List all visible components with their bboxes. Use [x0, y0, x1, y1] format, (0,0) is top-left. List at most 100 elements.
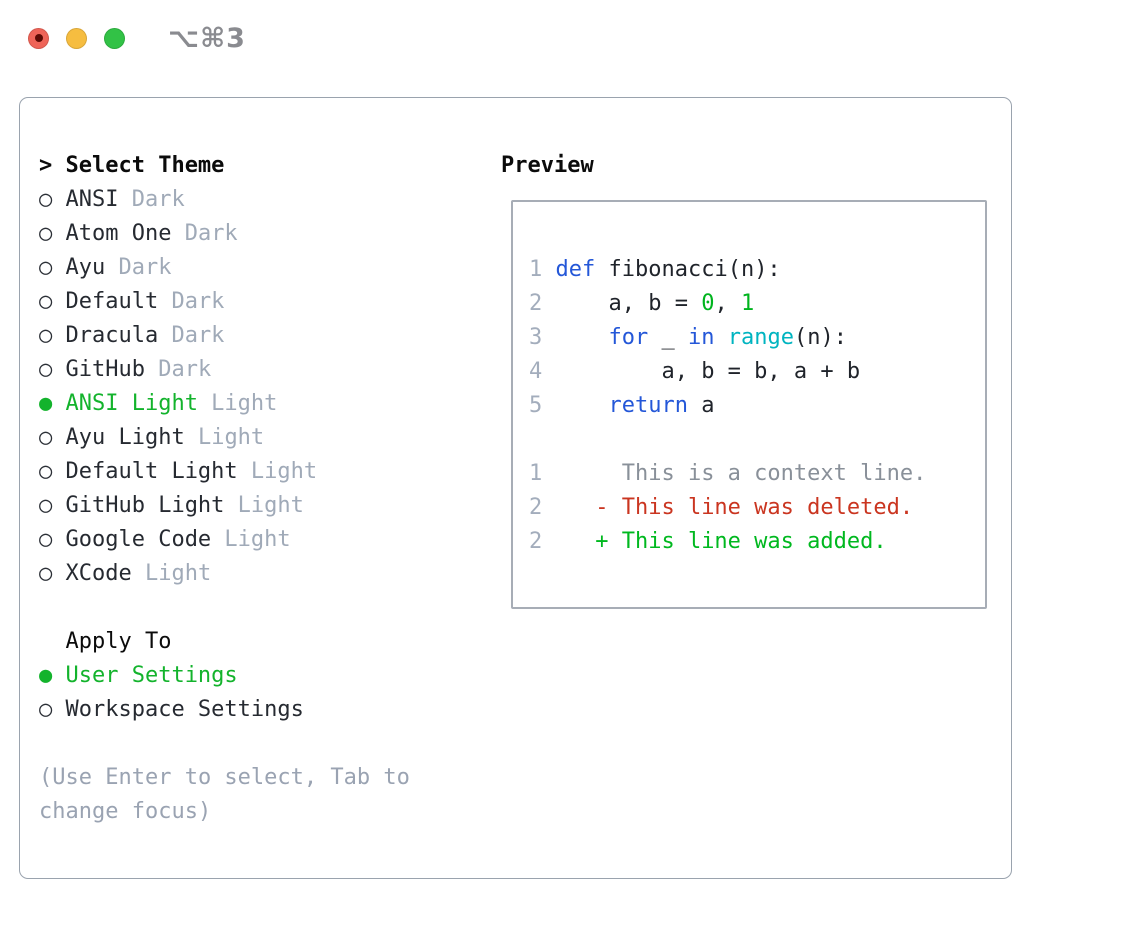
radio-icon: ○: [39, 697, 53, 722]
diff-line: 1 This is a context line.: [529, 457, 985, 491]
theme-name: GitHub Light: [65, 493, 225, 518]
radio-icon: ○: [39, 493, 53, 518]
theme-option[interactable]: ○ XCode Light: [39, 557, 410, 591]
theme-name: Dracula: [65, 323, 159, 348]
theme-variant: Dark: [118, 187, 185, 212]
apply-to-option[interactable]: ● User Settings: [39, 659, 410, 693]
radio-icon: ○: [39, 459, 53, 484]
code-token: a, b =: [542, 291, 702, 316]
theme-variant: Dark: [105, 255, 172, 280]
apply-to-list: ● User Settings ○ Workspace Settings: [39, 659, 410, 727]
radio-icon: ○: [39, 187, 53, 212]
line-number: 2: [529, 529, 543, 554]
diff-line: 2 + This line was added.: [529, 525, 985, 559]
apply-to-label: Workspace Settings: [65, 697, 304, 722]
theme-option[interactable]: ○ Atom One Dark: [39, 217, 410, 251]
line-number: 1: [529, 257, 543, 282]
preview-header: Preview: [501, 153, 594, 178]
theme-variant: Light: [184, 425, 265, 450]
code-token: range: [727, 325, 794, 350]
theme-variant: Light: [131, 561, 212, 586]
theme-variant: Dark: [144, 357, 212, 382]
theme-variant: Dark: [158, 289, 225, 314]
radio-icon: ○: [39, 527, 53, 552]
theme-option[interactable]: ○ Default Dark: [39, 285, 410, 319]
theme-name: XCode: [65, 561, 132, 586]
code-token: 0: [701, 291, 715, 316]
unsaved-changes-dot-icon: [34, 34, 43, 42]
code-token: [542, 393, 608, 418]
window-title: ⌥⌘3: [168, 22, 246, 54]
theme-option[interactable]: ○ Default Light Light: [39, 455, 410, 489]
theme-option[interactable]: ○ GitHub Dark: [39, 353, 410, 387]
theme-option[interactable]: ○Ayu Light Light: [39, 421, 410, 455]
theme-option[interactable]: ○GitHub Light Light: [39, 489, 410, 523]
radio-icon: ○: [39, 289, 53, 314]
theme-option[interactable]: ● ANSI Light Light: [39, 387, 410, 421]
theme-option[interactable]: ○Dracula Dark: [39, 319, 410, 353]
theme-name: ANSI: [65, 187, 119, 212]
apply-to-header: Apply To: [65, 629, 172, 654]
hint-text: (Use Enter to select, Tab to change focu…: [39, 765, 410, 824]
theme-variant: Light: [211, 527, 291, 552]
code-token: for: [608, 325, 649, 350]
zoom-button[interactable]: [104, 27, 125, 49]
selection-panel: >Select Theme ○ANSI Dark○Atom One Dark○A…: [39, 149, 410, 829]
minimize-button[interactable]: [66, 27, 87, 49]
theme-option[interactable]: ○ ANSI Dark: [39, 183, 410, 217]
code-token: + This line was added.: [542, 529, 887, 554]
line-number: 4: [529, 359, 543, 384]
theme-name: Default: [65, 289, 159, 314]
theme-name: GitHub: [65, 357, 145, 382]
line-number: 2: [529, 291, 543, 316]
line-number: 2: [529, 495, 543, 520]
code-token: (n):: [793, 325, 847, 350]
theme-option[interactable]: ○ Google Code Light: [39, 523, 410, 557]
code-token: [542, 257, 555, 282]
theme-variant: Dark: [158, 323, 225, 348]
code-token: a: [687, 393, 715, 418]
close-button[interactable]: [28, 27, 49, 49]
theme-name: Google Code: [65, 527, 212, 552]
code-line: 3 for _ in range(n):: [529, 321, 985, 355]
code-token: in: [687, 325, 715, 350]
theme-variant: Dark: [171, 221, 238, 246]
line-number: 1: [529, 461, 543, 486]
code-line: 2 a, b = 0, 1: [529, 287, 985, 321]
theme-option[interactable]: ○Ayu Dark: [39, 251, 410, 285]
line-number: 5: [529, 393, 543, 418]
apply-to-label: User Settings: [65, 663, 238, 688]
theme-name: Ayu Light: [65, 425, 185, 450]
diff-line: 2 - This line was deleted.: [529, 491, 985, 525]
theme-picker-window: >Select Theme ○ANSI Dark○Atom One Dark○A…: [19, 97, 1012, 879]
window-titlebar: ⌥⌘3: [0, 0, 1140, 76]
theme-variant: Light: [237, 459, 318, 484]
apply-to-option[interactable]: ○ Workspace Settings: [39, 693, 410, 727]
radio-selected-icon: ●: [39, 663, 53, 688]
theme-name: ANSI Light: [65, 391, 198, 416]
code-line: 5 return a: [529, 389, 985, 423]
code-token: a, b = b, a + b: [542, 359, 861, 384]
code-token: This is a context line.: [542, 461, 927, 486]
radio-icon: ○: [39, 357, 53, 382]
traffic-lights: [28, 27, 125, 49]
code-token: fibonacci(n):: [595, 257, 781, 282]
code-line: 1 def fibonacci(n):: [529, 253, 985, 287]
select-theme-label: Select Theme: [65, 153, 225, 178]
theme-name: Default Light: [65, 459, 238, 484]
code-token: 1: [740, 291, 755, 316]
code-token: - This line was deleted.: [542, 495, 914, 520]
prompt-caret-icon: >: [39, 153, 53, 178]
code-token: [714, 325, 727, 350]
code-token: _: [648, 325, 688, 350]
theme-variant: Light: [197, 391, 278, 416]
radio-selected-icon: ●: [39, 391, 53, 416]
theme-list: ○ANSI Dark○Atom One Dark○Ayu Dark○Defaul…: [39, 183, 410, 591]
code-token: [542, 325, 608, 350]
theme-name: Atom One: [65, 221, 172, 246]
radio-icon: ○: [39, 561, 53, 586]
code-token: ,: [714, 291, 741, 316]
radio-icon: ○: [39, 221, 53, 246]
